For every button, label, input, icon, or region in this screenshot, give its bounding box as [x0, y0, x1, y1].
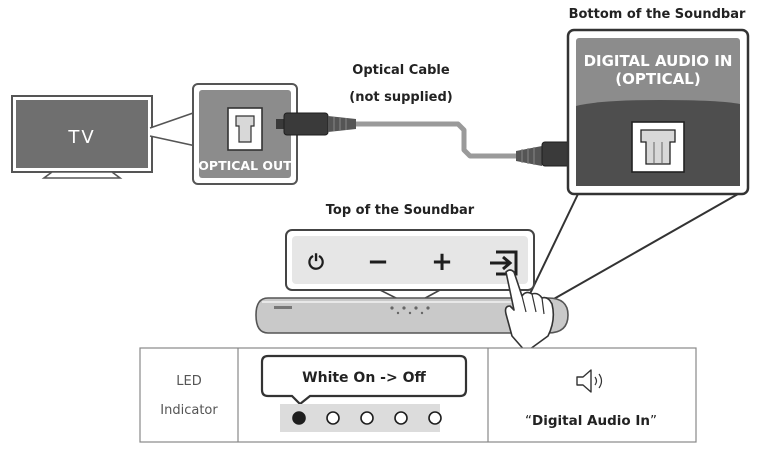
- cable-plug-left: [276, 119, 284, 129]
- digital-audio-in-label: DIGITAL AUDIO IN: [584, 52, 733, 70]
- led-5-off: [428, 411, 442, 425]
- tv-screen: [16, 100, 148, 168]
- led-indicators: [292, 411, 442, 425]
- led-status-bubble: White On -> Off: [260, 354, 468, 406]
- tv-label: TV: [67, 127, 95, 148]
- tv: TV: [11, 95, 153, 179]
- led-1-on: [292, 411, 306, 425]
- bottom-of-soundbar-label: Bottom of the Soundbar: [569, 7, 746, 22]
- led-4-off: [394, 411, 408, 425]
- power-button[interactable]: ⏻: [308, 250, 324, 274]
- top-of-soundbar-label: Top of the Soundbar: [326, 203, 475, 218]
- button-panel: ⏻ − +: [285, 229, 535, 291]
- optical-cable: [276, 112, 596, 167]
- led-header-line2: Indicator: [160, 403, 218, 418]
- led-2-off: [326, 411, 340, 425]
- speaker-icon: [576, 369, 603, 393]
- led-3-off: [360, 411, 374, 425]
- status-table: LED Indicator White On -> Off “Digital A…: [139, 347, 697, 443]
- soundbar-bottom-callout: [527, 193, 739, 301]
- led-strip: [280, 404, 440, 432]
- optical-cable-note: (not supplied): [349, 90, 452, 105]
- optical-out-panel: OPTICAL OUT: [192, 83, 298, 185]
- led-status-text: White On -> Off: [302, 370, 426, 386]
- tv-port-callout: [149, 110, 197, 147]
- optical-cable-label: Optical Cable: [352, 63, 450, 78]
- optical-out-label: OPTICAL OUT: [198, 158, 292, 173]
- volume-down-button[interactable]: −: [367, 247, 389, 277]
- led-header-line1: LED: [176, 374, 201, 389]
- digital-audio-in-sublabel: (OPTICAL): [615, 70, 700, 88]
- brand-logo: [274, 306, 292, 309]
- soundbar-top-buttons: [390, 306, 430, 315]
- voice-guide-text: “Digital Audio In”: [525, 413, 657, 429]
- digital-audio-in-panel: DIGITAL AUDIO IN (OPTICAL): [566, 28, 750, 196]
- tv-stand: [41, 171, 123, 179]
- volume-up-button[interactable]: +: [431, 247, 453, 277]
